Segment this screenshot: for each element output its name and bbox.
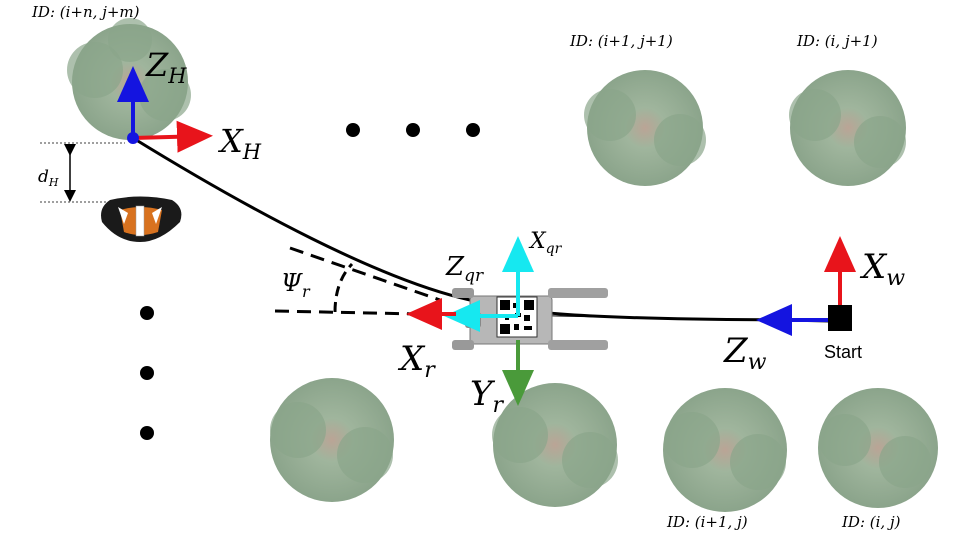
tree-id-bottom-mid: ID: (i+1, j) (666, 513, 748, 531)
human-x-label: XH (217, 122, 262, 164)
tree-top-right (789, 70, 906, 186)
angle-arc (333, 262, 354, 313)
qr-x-label: Xqr (528, 229, 563, 257)
angle-label: Ψr (281, 269, 311, 301)
robot-trajectory (132, 136, 831, 322)
tangent-dashed (289, 246, 441, 302)
tree-top-mid (584, 70, 706, 186)
tree-bottom-left (270, 378, 394, 502)
tree-id-top-right: ID: (i, j+1) (796, 32, 878, 50)
world-z-label: Zw (723, 331, 767, 375)
human-x-axis (132, 120, 213, 153)
human-helmet-icon (101, 196, 182, 242)
qr-z-label: Zqr (445, 252, 484, 286)
human-z-label: ZH (145, 46, 187, 88)
tree-id-top-left: ID: (i+n, j+m) (31, 3, 140, 21)
robot-y-label: Yr (470, 374, 504, 418)
distance-label: dH (38, 167, 59, 189)
ellipsis-vertical (140, 306, 154, 440)
start-marker (828, 305, 852, 331)
tree-id-top-mid: ID: (i+1, j+1) (569, 32, 673, 50)
tree-bottom-center (492, 383, 618, 507)
human-frame-origin (127, 132, 139, 144)
world-x-label: Xw (859, 247, 905, 291)
ellipsis-horizontal (346, 123, 480, 137)
tree-bottom-mid (663, 388, 787, 512)
tree-bottom-right (818, 388, 938, 508)
heading-reference-dashed (274, 309, 421, 316)
tree-id-bottom-right: ID: (i, j) (841, 513, 901, 531)
start-label: Start (824, 342, 862, 362)
robot-x-label: Xr (397, 339, 436, 383)
